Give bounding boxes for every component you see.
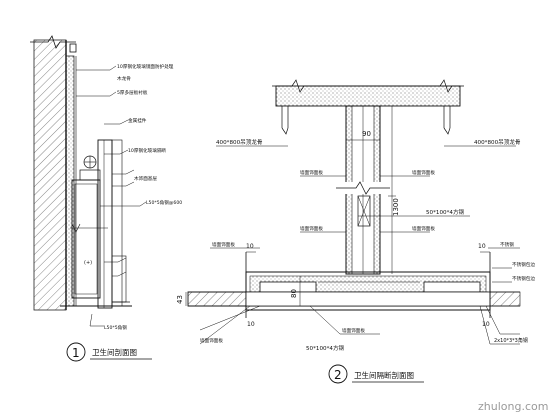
drawing-1-leaders	[76, 65, 147, 327]
annotation: 400*800吊顶龙骨	[474, 138, 521, 146]
annotation: 10厚钢化玻璃隔断	[128, 147, 166, 154]
annotation: 墙面饰面板	[412, 169, 435, 176]
dimension-label: 43	[176, 295, 184, 304]
dimension-label: 10	[247, 321, 255, 328]
annotation: L50*5角钢@600	[146, 199, 182, 206]
dimension-label: 1300	[392, 198, 400, 216]
annotation: 金属挂件	[128, 117, 147, 124]
drawing-1-number: 1	[72, 346, 80, 360]
svg-text:(+): (+)	[84, 260, 92, 266]
drawing-1-annotations: 10厚钢化玻璃镜面防护处理 木龙骨 5厚多层板衬板 金属挂件 10厚钢化玻璃隔断…	[104, 63, 182, 331]
top-stub	[69, 43, 77, 53]
steel-tube	[357, 195, 371, 227]
column-break	[336, 181, 390, 195]
drawing-1-title: 卫生间剖面图	[92, 347, 137, 357]
drawing-2-annotations: 400*800吊顶龙骨 400*800吊顶龙骨 墙面饰面板 墙面饰面板 50*1…	[200, 138, 535, 352]
annotation: 50*100*4方钢	[426, 208, 465, 216]
annotation: 墙面饰面板	[212, 241, 235, 248]
annotation: 不锈钢	[500, 241, 514, 248]
annotation: 墙面饰面板	[200, 337, 223, 344]
dimension-label: 10	[246, 243, 254, 250]
annotation: 2x10*3*3角钢	[494, 337, 528, 344]
drawing-2-title: 卫生间隔断剖面图	[354, 370, 414, 380]
dimension-label: 10	[478, 243, 486, 250]
watermark: zhulong.com	[478, 400, 548, 413]
annotation: 墙面饰面板	[412, 225, 435, 232]
ceiling-hangers	[281, 106, 451, 135]
dimension-label: 80	[290, 289, 298, 298]
annotation: 不锈钢包边	[512, 261, 535, 268]
annotation: 墙面饰面板	[300, 225, 323, 232]
dimension-lines	[185, 106, 490, 306]
annotation: 5厚多层板衬板	[117, 89, 148, 96]
drawing-2-leaders	[199, 145, 520, 345]
drawing-1-number-circle	[66, 342, 86, 362]
mirror-layer	[65, 55, 75, 307]
drawing-2: 90 1300 10 10 80 43 10 10 4	[176, 79, 535, 384]
annotation: 10厚钢化玻璃镜面防护处理	[117, 63, 174, 70]
annotation: 墙面饰面板	[342, 327, 365, 334]
dimension-label: 10	[482, 321, 490, 328]
annotation: 墙面饰面板	[300, 169, 323, 176]
annotation: 木龙骨	[117, 75, 131, 82]
annotation: L50*5角钢	[104, 324, 127, 331]
wall-section	[33, 39, 67, 311]
ceiling-slab	[275, 85, 461, 107]
annotation: 50*100*4方钢	[306, 344, 345, 352]
dimension-label: 90	[362, 130, 371, 138]
drawing-1: (+) 10厚钢化玻璃镜面防护处理 木龙骨 5厚多层板衬板 金属挂件 10厚钢化…	[30, 35, 182, 362]
annotation: 木饰面基层	[134, 175, 157, 182]
annotation: 不锈钢包边	[512, 275, 535, 282]
annotation: 400*800吊顶龙骨	[216, 138, 263, 146]
drawing-2-number: 2	[334, 368, 342, 382]
drawing-2-number-circle	[328, 364, 348, 384]
top-break-line	[30, 35, 76, 49]
